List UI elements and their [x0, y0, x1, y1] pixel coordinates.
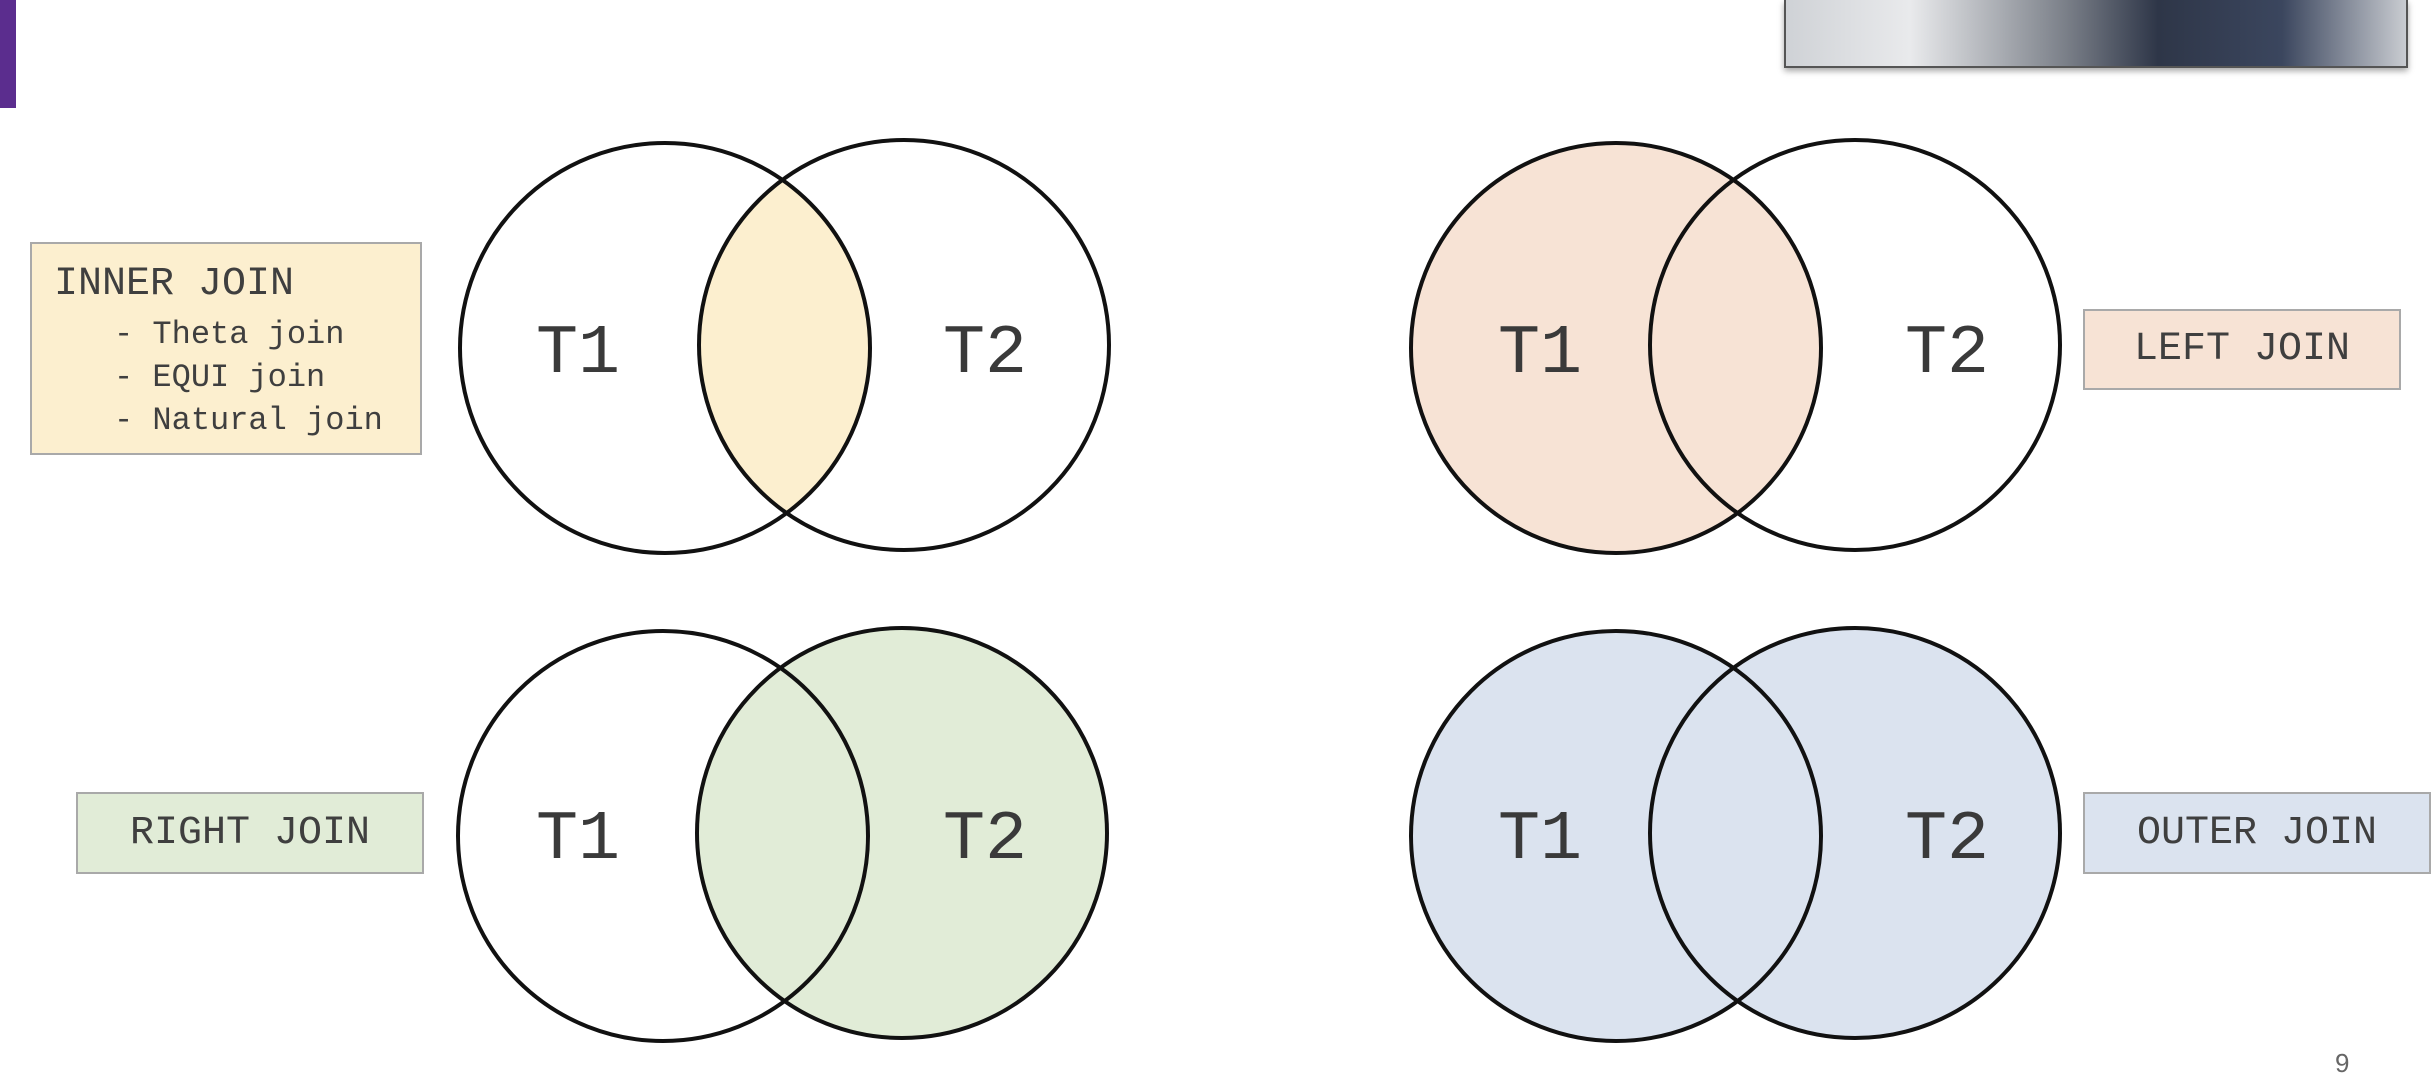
venn-outer-join: T1 T2	[1409, 626, 2062, 1043]
inner-join-variant-item: Theta join	[114, 313, 420, 356]
left-t1-fill	[1411, 143, 1821, 553]
webcam-thumbnail	[1784, 0, 2408, 68]
outer-t2-fill	[1650, 628, 2060, 1038]
venn-left-t1-label: T1	[1498, 315, 1582, 394]
venn-left-t2-label: T2	[1905, 315, 1989, 394]
inner-join-variants: Theta join EQUI join Natural join	[54, 313, 420, 442]
venn-left-join: T1 T2	[1409, 138, 2062, 555]
venn-outer-t1-circle	[1409, 629, 1823, 1043]
slide-accent-bar	[0, 0, 16, 108]
legend-inner-join: INNER JOIN Theta join EQUI join Natural …	[30, 242, 422, 455]
venn-inner-t1-label: T1	[536, 315, 620, 394]
inner-join-variant-item: Natural join	[114, 399, 420, 442]
right-t2-fill	[697, 628, 1107, 1038]
venn-left-t1-circle	[1409, 141, 1823, 555]
venn-inner-join: T1 T2	[458, 138, 1111, 555]
venn-inner-t1-circle	[458, 141, 872, 555]
legend-right-join-title: RIGHT JOIN	[129, 810, 371, 856]
venn-left-t2-circle	[1648, 138, 2062, 552]
venn-outer-t2-label: T2	[1905, 801, 1989, 880]
venn-right-t2-circle	[695, 626, 1109, 1040]
legend-inner-join-title: INNER JOIN	[54, 262, 295, 307]
venn-outer-t2-circle	[1648, 626, 2062, 1040]
legend-left-join-title: LEFT JOIN	[2133, 327, 2351, 372]
legend-left-join: LEFT JOIN	[2083, 309, 2401, 390]
legend-right-join: RIGHT JOIN	[76, 792, 424, 874]
venn-inner-t2-label: T2	[943, 315, 1027, 394]
venn-inner-t2-circle	[697, 138, 1111, 552]
venn-right-t2-label: T2	[943, 801, 1027, 880]
venn-right-t1-circle	[456, 629, 870, 1043]
inner-intersection-area	[699, 143, 870, 550]
page-number: 9	[2335, 1048, 2350, 1078]
inner-join-variant-item: EQUI join	[114, 356, 420, 399]
venn-right-join: T1 T2	[456, 626, 1109, 1043]
legend-outer-join-title: OUTER JOIN	[2136, 810, 2378, 856]
venn-outer-t1-label: T1	[1498, 801, 1582, 880]
legend-outer-join: OUTER JOIN	[2083, 792, 2431, 874]
venn-right-t1-label: T1	[536, 801, 620, 880]
